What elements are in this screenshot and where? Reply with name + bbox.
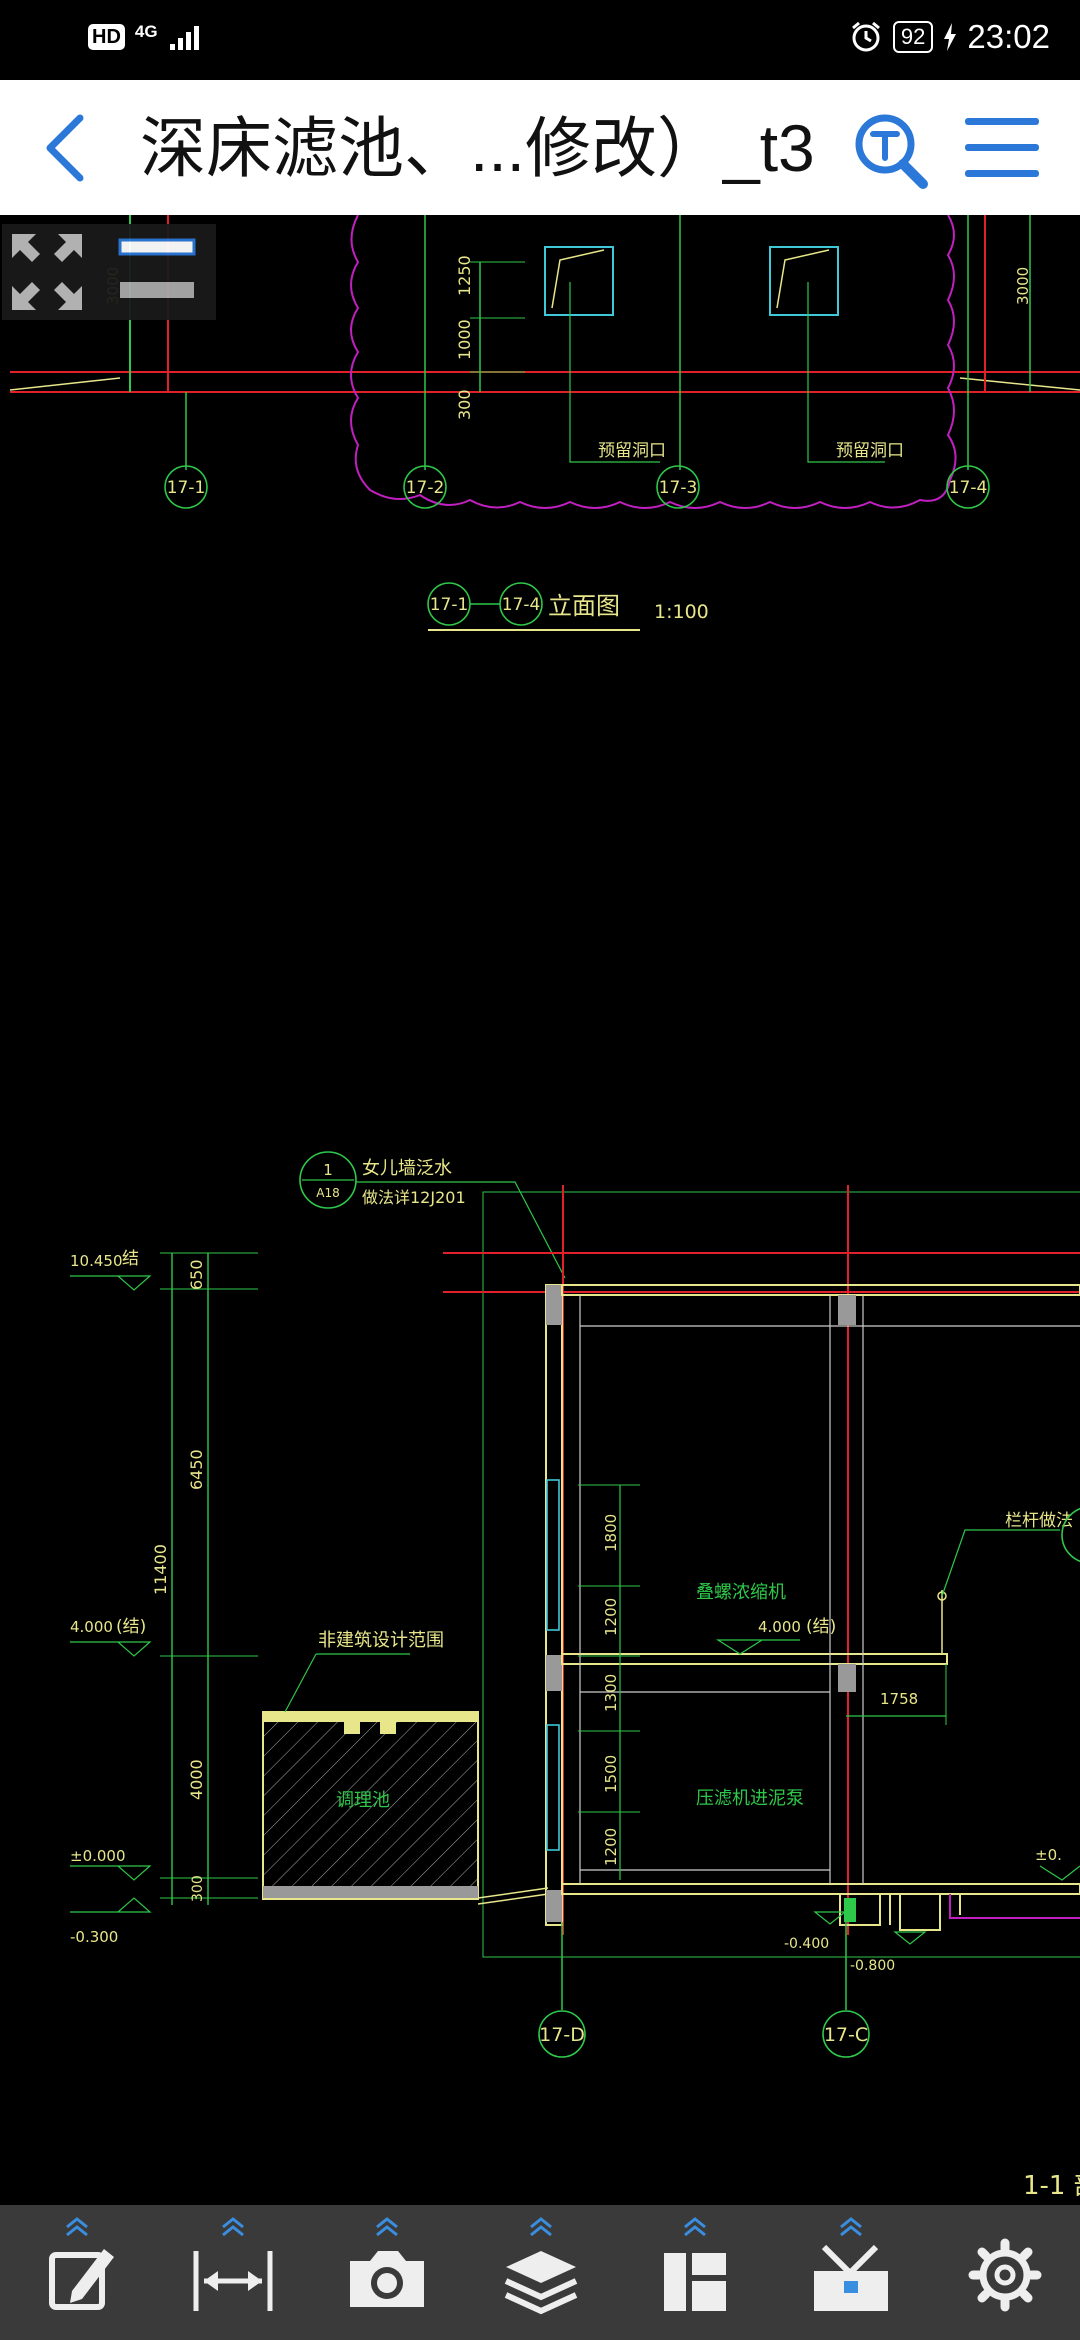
svg-text:结: 结	[122, 1249, 139, 1269]
svg-text:11400: 11400	[151, 1544, 170, 1595]
grid-17-D: 17-D	[539, 2024, 585, 2046]
svg-text:300: 300	[190, 1875, 206, 1902]
clock: 23:02	[967, 18, 1050, 55]
svg-text:(结): (结)	[806, 1617, 836, 1637]
menu-icon[interactable]	[965, 116, 1039, 180]
measure-icon	[193, 2217, 273, 2311]
svg-text:1500: 1500	[602, 1755, 620, 1793]
layers-button[interactable]	[486, 2205, 596, 2340]
grid-17-1: 17-1	[167, 478, 206, 498]
svg-text:(结): (结)	[116, 1617, 146, 1637]
fit-screen-icon[interactable]	[2, 224, 216, 320]
status-bar: HD 4G 92 23:02	[0, 0, 1080, 80]
svg-text:1300: 1300	[602, 1674, 620, 1712]
section-drawing: 1 A18 女儿墙泛水 做法详12J201 650 6450 11400 400…	[70, 1151, 1080, 2201]
cad-drawing[interactable]: 1250 1000 300 3000 3000 预留洞口 预留洞口 17-1 1…	[0, 215, 1080, 2205]
svg-text:女儿墙泛水: 女儿墙泛水	[362, 1158, 452, 1179]
edit-button[interactable]	[22, 2205, 132, 2340]
svg-text:650: 650	[187, 1259, 206, 1290]
grid-17-2: 17-2	[406, 478, 445, 498]
svg-text:4.000: 4.000	[70, 1618, 113, 1636]
opening-label-2: 预留洞口	[836, 441, 904, 461]
svg-text:非建筑设计范围: 非建筑设计范围	[318, 1630, 444, 1651]
zoom-extents-panel[interactable]	[2, 224, 216, 320]
text-search-icon[interactable]	[853, 110, 929, 190]
grid-17-C: 17-C	[824, 2024, 868, 2046]
hd-badge: HD	[88, 24, 125, 50]
svg-text:调理池: 调理池	[336, 1790, 390, 1811]
svg-text:±0.: ±0.	[1035, 1846, 1062, 1864]
network-type: 4G	[134, 21, 158, 41]
back-icon[interactable]	[30, 108, 100, 188]
measure-button[interactable]	[178, 2205, 288, 2340]
camera-icon	[350, 2217, 424, 2307]
layout-icon	[664, 2217, 726, 2311]
svg-text:4.000: 4.000	[758, 1618, 801, 1636]
dim-1000: 1000	[455, 319, 474, 360]
document-title: 深床滤池、...修改）_t3	[140, 111, 815, 185]
dim-1250: 1250	[455, 255, 474, 296]
svg-text:±0.000: ±0.000	[70, 1847, 126, 1865]
svg-text:1: 1	[323, 1161, 333, 1179]
svg-text:1200: 1200	[602, 1598, 620, 1636]
svg-text:1758: 1758	[880, 1690, 918, 1708]
svg-text:栏杆做法: 栏杆做法	[1005, 1511, 1073, 1531]
svg-text:叠螺浓缩机: 叠螺浓缩机	[696, 1582, 786, 1603]
svg-text:6450: 6450	[187, 1449, 206, 1490]
svg-text:做法详12J201: 做法详12J201	[362, 1188, 466, 1207]
svg-text:A18: A18	[316, 1186, 339, 1200]
settings-button[interactable]	[950, 2205, 1060, 2340]
grid-17-3: 17-3	[659, 478, 698, 498]
svg-text:10.450: 10.450	[70, 1252, 123, 1270]
toolbox-icon	[814, 2217, 888, 2311]
section-title: 1-1 剖	[1023, 2171, 1080, 2201]
layers-icon	[504, 2217, 578, 2315]
tools-button[interactable]	[796, 2205, 906, 2340]
bottom-toolbar	[0, 2205, 1080, 2340]
drawing-canvas[interactable]: 1250 1000 300 3000 3000 预留洞口 预留洞口 17-1 1…	[0, 215, 1080, 2205]
grid-17-4: 17-4	[949, 478, 988, 498]
svg-text:4000: 4000	[187, 1759, 206, 1800]
signal-icon	[169, 26, 199, 50]
dim-300: 300	[455, 389, 474, 420]
svg-text:17-1: 17-1	[430, 595, 469, 615]
svg-text:17-4: 17-4	[502, 595, 541, 615]
svg-text:1800: 1800	[602, 1514, 620, 1552]
svg-text:-0.400: -0.400	[784, 1936, 829, 1952]
svg-text:-0.800: -0.800	[850, 1958, 895, 1974]
elevation-title: 17-1 17-4 立面图 1:100	[427, 582, 709, 631]
svg-text:立面图: 立面图	[548, 592, 620, 620]
svg-text:1:100: 1:100	[654, 601, 709, 623]
top-elevation: 1250 1000 300 3000 3000 预留洞口 预留洞口 17-1 1…	[9, 215, 1080, 509]
opening-label-1: 预留洞口	[598, 441, 666, 461]
layout-button[interactable]	[640, 2205, 750, 2340]
edit-icon	[49, 2217, 114, 2310]
alarm-icon	[851, 21, 880, 52]
screenshot-button[interactable]	[332, 2205, 442, 2340]
svg-text:1200: 1200	[602, 1828, 620, 1866]
svg-text:压滤机进泥泵: 压滤机进泥泵	[696, 1788, 804, 1809]
top-toolbar: 深床滤池、...修改）_t3	[0, 80, 1080, 215]
charging-icon	[944, 23, 957, 51]
gear-icon	[968, 2238, 1042, 2312]
battery-level: 92	[892, 21, 934, 53]
side-dim-right: 3000	[1014, 267, 1032, 305]
svg-text:-0.300: -0.300	[70, 1928, 118, 1946]
